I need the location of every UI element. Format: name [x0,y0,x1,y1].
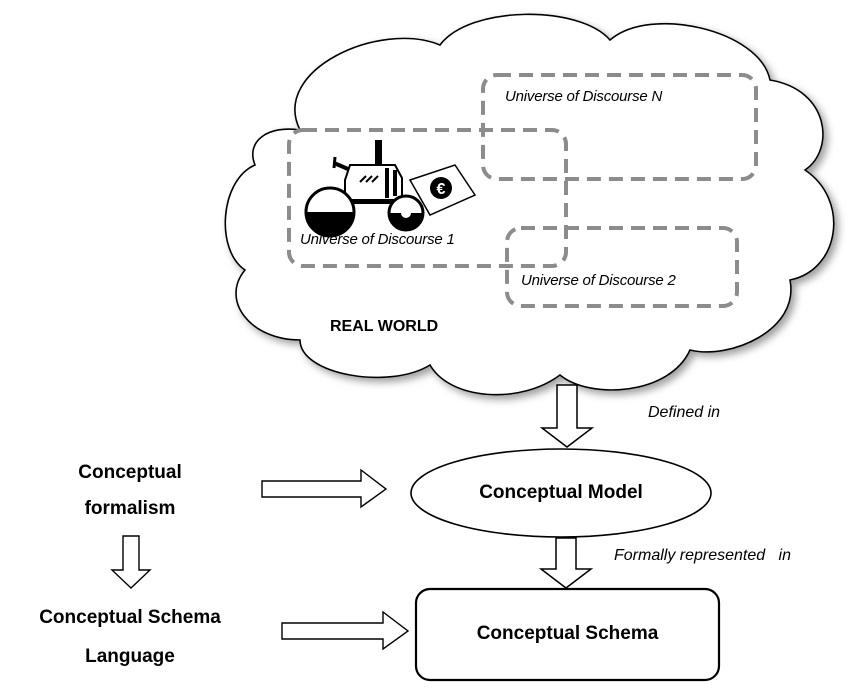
defined-in-arrow [539,384,595,448]
universe-n-label: Universe of Discourse N [505,88,663,105]
real-world-cloud [224,13,835,396]
conceptual-schema-label: Conceptual Schema [476,623,659,644]
formalism-to-language-arrow [110,535,152,589]
conceptual-model-label: Conceptual Model [479,482,643,503]
defined-in-label: Defined in [648,404,721,421]
tractor-icon [304,140,425,238]
universe-2-label: Universe of Discourse 2 [521,272,676,289]
schema-language-line2: Language [85,646,175,667]
universe-box-n [481,73,758,181]
schema-language-line1: Conceptual Schema [39,607,221,628]
euro-bill-icon: € [408,164,477,216]
conceptual-formalism-line2: formalism [84,498,176,519]
formalism-to-model-arrow [261,468,388,509]
language-to-schema-arrow [281,610,410,651]
real-world-label: REAL WORLD [330,318,439,335]
conceptual-model-node [410,448,712,538]
conceptual-schema-node [414,587,721,682]
euro-symbol: € [437,181,446,198]
formally-represented-label: Formally represented in [614,547,791,564]
conceptual-formalism-line1: Conceptual [78,462,182,483]
universe-box-2 [505,226,739,308]
formally-represented-arrow [538,537,594,589]
universe-1-label: Universe of Discourse 1 [300,231,455,248]
